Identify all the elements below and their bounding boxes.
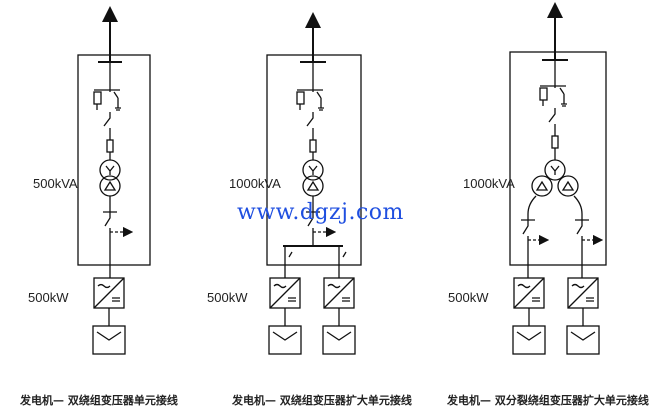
panel-2-inverter-rating: 500kW: [207, 290, 248, 305]
panel-1-inverter-icon: [93, 277, 125, 309]
panel-2-breaker-icon: [306, 211, 320, 246]
panel-1-breaker-icon: [103, 211, 117, 265]
panel-3-breaker-1-icon: [521, 219, 535, 278]
panel-2-caption: 发电机— 双绕组变压器扩大单元接线: [232, 394, 412, 407]
panel-2-pv-array-2-icon: [322, 325, 356, 355]
panel-1-inverter-rating: 500kW: [28, 290, 69, 305]
panel-1-caption: 发电机— 双绕组变压器单元接线: [20, 394, 178, 407]
panel-2-arrester-icon: [296, 89, 324, 111]
panel-3-transformer-rating: 1000kVA: [463, 176, 515, 191]
panel-2-fuse-icon: [309, 139, 317, 153]
panel-3-breaker-2-icon: [575, 219, 589, 278]
panel-2-disconnector-icon: [306, 112, 314, 140]
panel-3-diagram: [509, 2, 607, 355]
panel-1-enclosure: [77, 54, 151, 266]
panel-1-transformer-rating: 500kVA: [33, 176, 78, 191]
panel-3-fuse-icon: [551, 135, 559, 149]
panel-3-pv-array-2-icon: [566, 325, 600, 355]
panel-1-arrester-icon: [93, 89, 121, 111]
panel-3-inverter-1-icon: [513, 277, 545, 309]
panel-3-inverter-2-icon: [567, 277, 599, 309]
panel-3-arrester-icon: [539, 85, 567, 107]
panel-3-inverter-rating: 500kW: [448, 290, 489, 305]
panel-2-pv-array-1-icon: [268, 325, 302, 355]
watermark: www.dgzj.com: [237, 200, 404, 225]
panel-2-transformer-rating: 1000kVA: [229, 176, 281, 191]
panel-3-enclosure: [509, 51, 607, 266]
panel-1-fuse-icon: [106, 139, 114, 153]
panel-3-split-transformer-icon: [531, 159, 579, 197]
panel-1-transformer-icon: [99, 159, 121, 197]
panel-3-pv-array-1-icon: [512, 325, 546, 355]
panel-1-diagram: [77, 6, 151, 355]
panel-2-inverter-2-icon: [323, 277, 355, 309]
panel-3-caption: 发电机— 双分裂绕组变压器扩大单元接线: [447, 394, 649, 407]
panel-1-pv-array-icon: [92, 325, 126, 355]
panel-3-disconnector-icon: [548, 108, 556, 136]
panel-2-transformer-icon: [302, 159, 324, 197]
panel-2-diagram: [266, 12, 362, 355]
panel-2-inverter-1-icon: [269, 277, 301, 309]
panel-1-disconnector-icon: [103, 112, 111, 140]
